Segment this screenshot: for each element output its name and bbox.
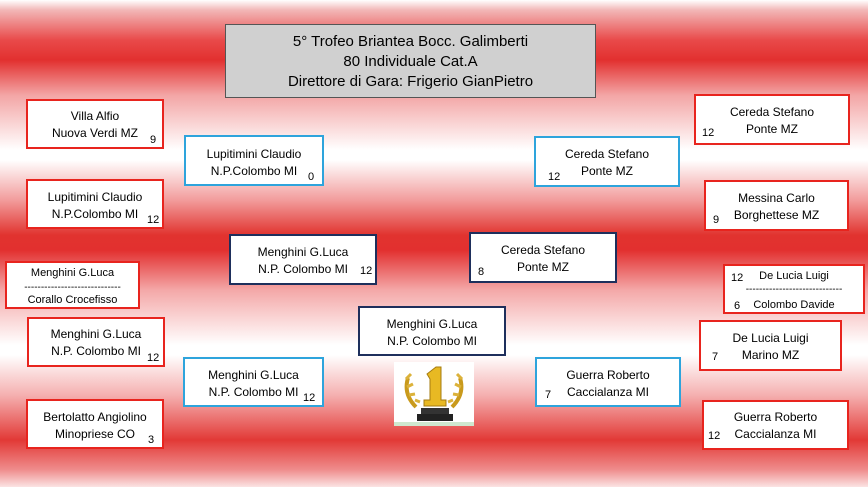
player-name-2: Corallo Crocefisso bbox=[27, 294, 118, 306]
tournament-category: 80 Individuale Cat.A bbox=[343, 53, 478, 70]
left-r2-match2: Menghini G.Luca N.P. Colombo MI 12 bbox=[229, 234, 377, 285]
left-r1-match5: Bertolatto Angiolino Minopriese CO 3 bbox=[26, 399, 164, 449]
player-score: 12 bbox=[303, 392, 316, 404]
player-club: Minopriese CO bbox=[54, 427, 136, 441]
player-score: 8 bbox=[478, 266, 485, 278]
left-r1-match3: Menghini G.Luca ------------------------… bbox=[5, 261, 140, 309]
player-name: Guerra Roberto bbox=[566, 368, 650, 382]
player-score-2: 6 bbox=[734, 300, 741, 312]
player-club: N.P. Colombo MI bbox=[208, 385, 299, 399]
first-place-trophy-icon bbox=[394, 362, 474, 426]
player-score: 7 bbox=[712, 351, 719, 363]
player-score: 12 bbox=[147, 214, 160, 226]
player-club: Marino MZ bbox=[741, 348, 800, 362]
player-name: Villa Alfio bbox=[70, 109, 120, 123]
player-club: Ponte MZ bbox=[745, 122, 799, 136]
player-club: N.P.Colombo MI bbox=[210, 164, 298, 178]
player-club: N.P. Colombo MI bbox=[51, 344, 141, 358]
player-score: 7 bbox=[545, 389, 552, 401]
player-score: 12 bbox=[731, 272, 744, 284]
winner-club: N.P. Colombo MI bbox=[387, 334, 477, 348]
player-name: Menghini G.Luca bbox=[208, 368, 299, 382]
player-club: Caccialanza MI bbox=[566, 385, 650, 399]
player-name: Menghini G.Luca bbox=[257, 245, 349, 259]
player-club: N.P. Colombo MI bbox=[258, 262, 348, 276]
player-score: 9 bbox=[150, 134, 157, 146]
player-club: Nuova Verdi MZ bbox=[51, 126, 139, 140]
player-score: 0 bbox=[308, 171, 315, 183]
winner-box: Menghini G.Luca N.P. Colombo MI bbox=[358, 306, 506, 356]
right-r1-match1: Cereda Stefano Ponte MZ 12 bbox=[694, 94, 850, 145]
separator-line: ----------------------------- bbox=[24, 283, 121, 293]
player-name: Menghini G.Luca bbox=[30, 267, 115, 279]
player-club: N.P.Colombo MI bbox=[51, 207, 139, 221]
player-name: Bertolatto Angiolino bbox=[43, 410, 147, 424]
right-r1-match2: Messina Carlo Borghettese MZ 9 bbox=[704, 180, 849, 231]
player-name: Lupitimini Claudio bbox=[206, 147, 302, 161]
player-name: Messina Carlo bbox=[738, 191, 815, 205]
player-club: Caccialanza MI bbox=[734, 427, 817, 441]
player-name: Cereda Stefano bbox=[500, 243, 586, 257]
right-r1-match4: De Lucia Luigi Marino MZ 7 bbox=[699, 320, 842, 371]
player-score: 12 bbox=[708, 430, 721, 442]
player-name: De Lucia Luigi bbox=[732, 331, 809, 345]
player-club: Borghettese MZ bbox=[733, 208, 820, 222]
player-name: De Lucia Luigi bbox=[759, 270, 829, 282]
left-r1-match2: Lupitimini Claudio N.P.Colombo MI 12 bbox=[26, 179, 164, 229]
left-r2-match1: Lupitimini Claudio N.P.Colombo MI 0 bbox=[184, 135, 324, 186]
right-r2-match2: Cereda Stefano Ponte MZ 8 bbox=[469, 232, 617, 283]
player-score: 12 bbox=[147, 352, 160, 364]
left-r1-match4: Menghini G.Luca N.P. Colombo MI 12 bbox=[27, 317, 165, 367]
player-name: Menghini G.Luca bbox=[50, 327, 142, 341]
right-r2-match3: Guerra Roberto Caccialanza MI 7 bbox=[535, 357, 681, 407]
player-score: 12 bbox=[702, 127, 715, 139]
player-club: Ponte MZ bbox=[580, 164, 634, 178]
player-name: Guerra Roberto bbox=[733, 410, 818, 424]
right-r1-match3: De Lucia Luigi -------------------------… bbox=[723, 264, 865, 314]
separator-line: ----------------------------- bbox=[745, 285, 843, 295]
player-name: Cereda Stefano bbox=[729, 105, 815, 119]
left-r2-match3: Menghini G.Luca N.P. Colombo MI 12 bbox=[183, 357, 324, 407]
player-score: 3 bbox=[148, 434, 155, 446]
player-name: Cereda Stefano bbox=[564, 147, 650, 161]
player-score: 12 bbox=[548, 171, 561, 183]
tournament-title: 5° Trofeo Briantea Bocc. Galimberti bbox=[292, 33, 529, 50]
player-score: 12 bbox=[360, 265, 373, 277]
right-r2-match1: Cereda Stefano Ponte MZ 12 bbox=[534, 136, 680, 187]
player-name: Lupitimini Claudio bbox=[47, 190, 143, 204]
tournament-title-box: 5° Trofeo Briantea Bocc. Galimberti 80 I… bbox=[225, 24, 596, 98]
tournament-director: Direttore di Gara: Frigerio GianPietro bbox=[287, 73, 534, 90]
winner-name: Menghini G.Luca bbox=[386, 317, 478, 331]
player-club: Ponte MZ bbox=[516, 260, 570, 274]
right-r1-match5: Guerra Roberto Caccialanza MI 12 bbox=[702, 400, 849, 450]
player-score: 9 bbox=[713, 214, 720, 226]
left-r1-match1: Villa Alfio Nuova Verdi MZ 9 bbox=[26, 99, 164, 149]
player-name-2: Colombo Davide bbox=[753, 299, 835, 311]
